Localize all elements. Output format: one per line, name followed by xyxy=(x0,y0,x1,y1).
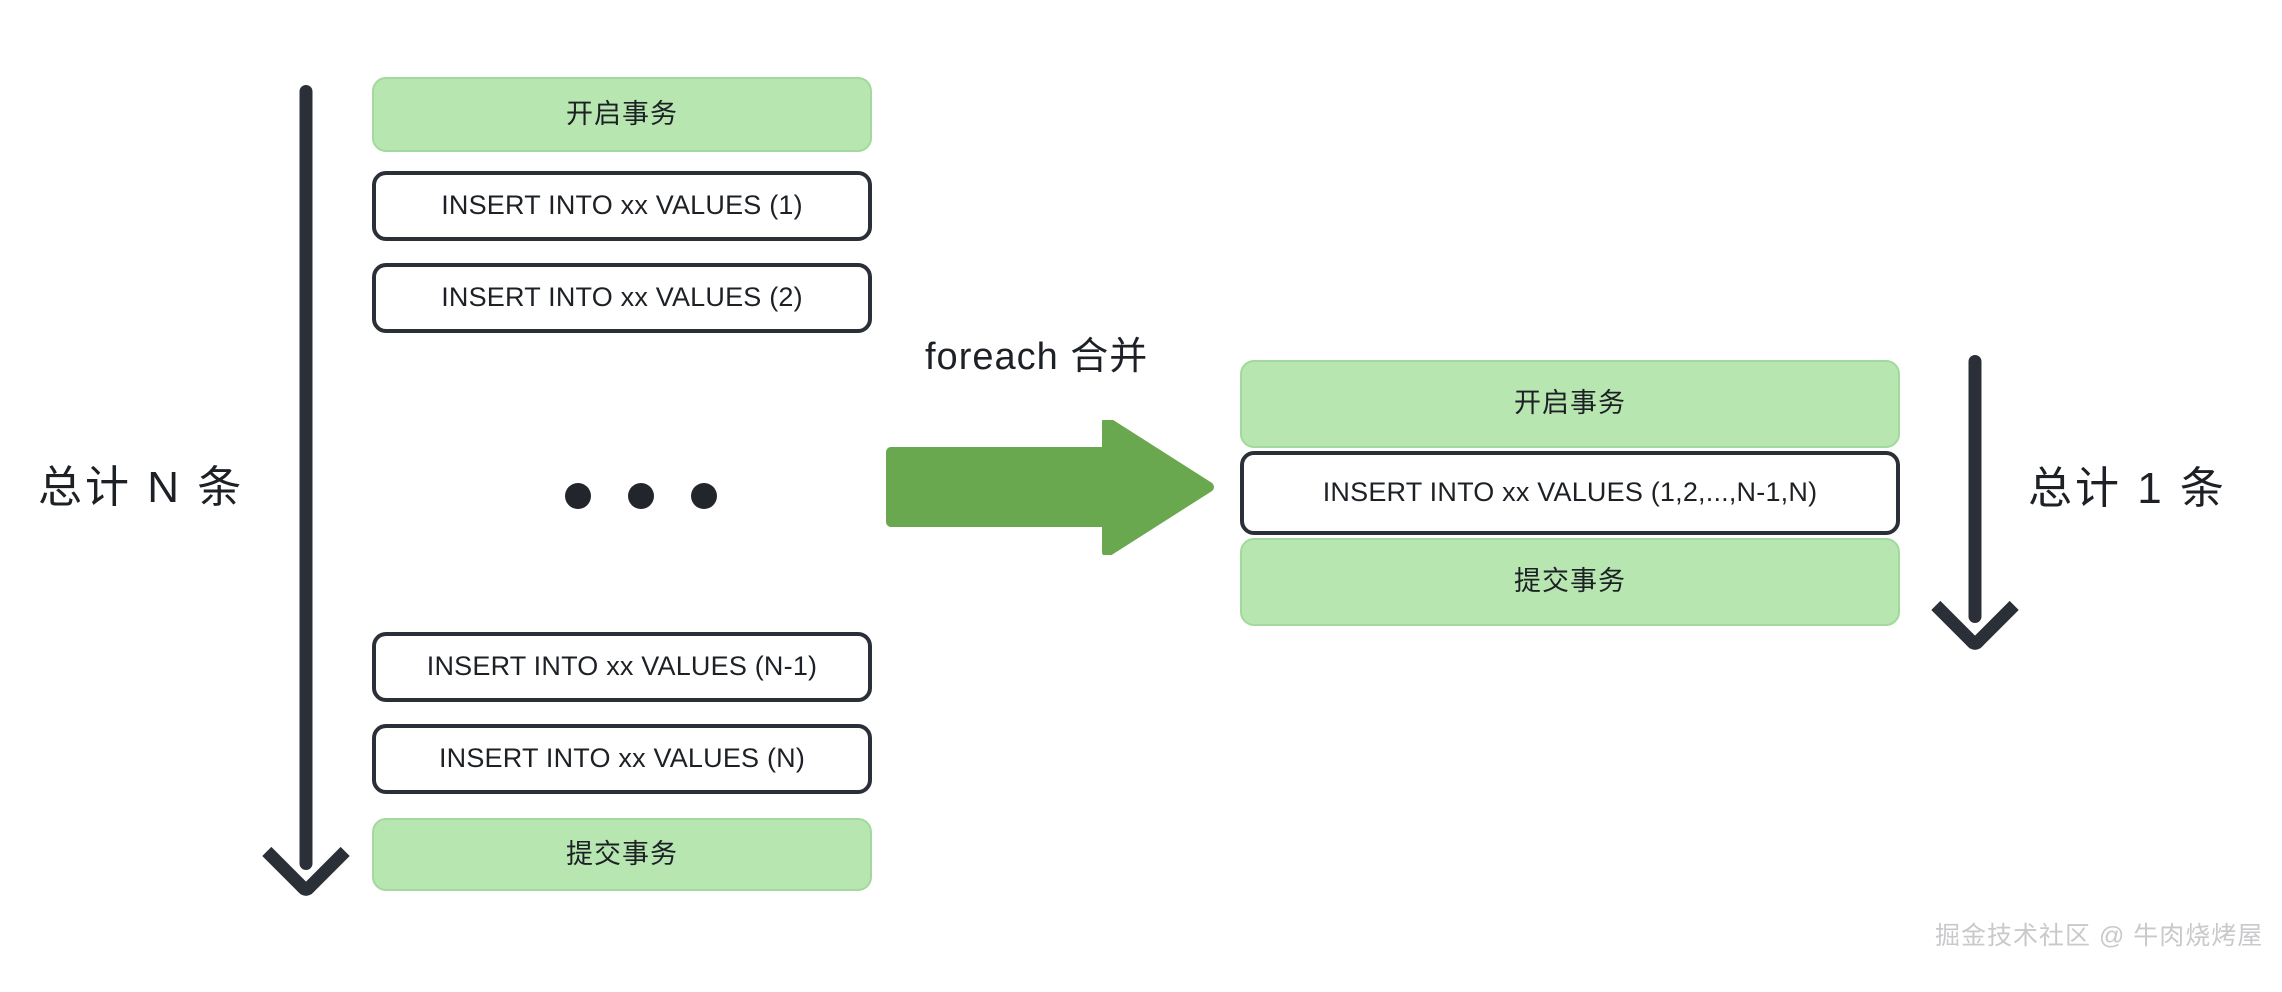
right-box-insert-merged: INSERT INTO xx VALUES (1,2,...,N-1,N) xyxy=(1240,451,1900,535)
left-box-commit-transaction: 提交事务 xyxy=(372,818,872,891)
left-arrow-head xyxy=(262,812,350,900)
left-box-insert-2: INSERT INTO xx VALUES (2) xyxy=(372,263,872,333)
left-total-caption: 总计 N 条 xyxy=(38,463,245,512)
foreach-merge-arrow xyxy=(885,420,1215,555)
left-box-insert-n: INSERT INTO xx VALUES (N) xyxy=(372,724,872,794)
ellipsis-dot xyxy=(628,483,654,509)
left-ellipsis xyxy=(565,483,717,509)
right-arrow-shaft xyxy=(1968,355,1982,623)
left-box-begin-transaction: 开启事务 xyxy=(372,77,872,152)
ellipsis-dot xyxy=(691,483,717,509)
right-box-commit-transaction: 提交事务 xyxy=(1240,538,1900,626)
right-down-arrow xyxy=(1931,355,2019,654)
left-box-insert-1: INSERT INTO xx VALUES (1) xyxy=(372,171,872,241)
left-box-insert-n-minus-1: INSERT INTO xx VALUES (N-1) xyxy=(372,632,872,702)
right-box-begin-transaction: 开启事务 xyxy=(1240,360,1900,448)
right-arrow-head xyxy=(1931,566,2019,654)
right-total-caption: 总计 1 条 xyxy=(2028,464,2227,513)
merge-arrow-label: foreach 合并 xyxy=(925,336,1149,378)
watermark-text: 掘金技术社区 @ 牛肉烧烤屋 xyxy=(1935,922,2264,950)
left-arrow-shaft xyxy=(299,85,313,870)
left-down-arrow xyxy=(262,85,350,900)
ellipsis-dot xyxy=(565,483,591,509)
